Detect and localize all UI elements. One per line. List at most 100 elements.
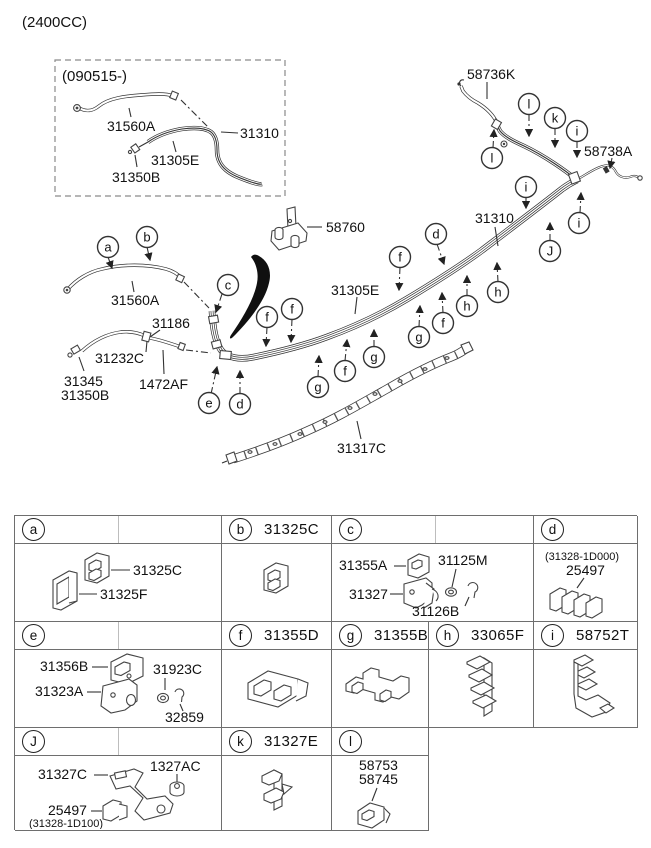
svg-text:f: f <box>441 316 445 331</box>
label-31310: 31310 <box>475 210 514 226</box>
svg-text:31325C: 31325C <box>133 562 182 578</box>
parts-cell-b: b 31325C <box>222 516 332 622</box>
svg-text:31327: 31327 <box>349 586 388 602</box>
callout-b: b <box>135 225 159 249</box>
cell-k-part-number: 31327E <box>264 733 319 750</box>
callout-a: a <box>96 235 120 259</box>
svg-text:f: f <box>290 302 294 317</box>
main-tube-bundle <box>207 79 643 360</box>
cell-i-part-number: 58752T <box>576 627 630 644</box>
page-title: (2400CC) <box>22 14 87 31</box>
diagram-labels: 58736K 58738A 58760 31310 31305E 31560A … <box>61 66 633 456</box>
inset-variant-box: (090515-) 31560A 31310 31305E 31350B <box>54 59 286 197</box>
svg-text:l: l <box>528 97 531 112</box>
parts-cell-i: i 58752T <box>534 622 638 728</box>
parts-cell-j: J 31327C 1327AC 25497 <box>15 728 222 831</box>
callout-f1: f <box>388 245 412 269</box>
svg-text:31356B: 31356B <box>40 658 88 674</box>
part-art-33065f <box>466 655 498 717</box>
svg-text:31125M: 31125M <box>438 552 488 568</box>
cell-f-part-number: 31355D <box>264 627 319 644</box>
svg-text:a: a <box>104 240 112 255</box>
bracket-58760-art <box>270 206 308 251</box>
parts-cell-e: e 31356B 31923C 31323A <box>15 622 222 728</box>
cell-d-letter: d <box>541 518 564 541</box>
callout-g1: g <box>306 375 330 399</box>
cell-i-header: i 58752T <box>534 622 637 650</box>
cell-c-letter: c <box>339 518 362 541</box>
label-1472af: 1472AF <box>139 376 188 392</box>
label-58738a: 58738A <box>584 143 633 159</box>
svg-text:k: k <box>552 111 559 126</box>
callout-f4: f <box>333 359 357 383</box>
label-31560a: 31560A <box>111 292 160 308</box>
part-art-58753-58745: 58753 58745 <box>357 757 398 829</box>
cell-h-header: h 33065F <box>429 622 533 650</box>
cell-e-letter: e <box>22 624 45 647</box>
label-58736k: 58736K <box>467 66 516 82</box>
inset-labels: 31560A 31310 31305E 31350B <box>107 107 279 185</box>
label-inset-31350b: 31350B <box>112 169 160 185</box>
label-31350b: 31350B <box>61 387 109 403</box>
part-art-31355b <box>345 667 410 703</box>
part-art-31325c <box>263 562 289 594</box>
svg-text:i: i <box>576 124 579 139</box>
svg-text:31323A: 31323A <box>35 683 84 699</box>
callout-j: J <box>538 239 562 263</box>
cell-b-part-number: 31325C <box>264 521 319 538</box>
svg-text:e: e <box>205 396 212 411</box>
label-inset-31305e: 31305E <box>151 152 199 168</box>
fuel-line-diagram: (2400CC) (090515-) 31560A 31310 31305E 3… <box>22 14 643 465</box>
cell-f-header: f 31355D <box>222 622 331 650</box>
svg-text:i: i <box>578 216 581 231</box>
cell-f-letter: f <box>229 624 252 647</box>
svg-text:32859: 32859 <box>165 709 204 725</box>
part-art-31355d <box>247 670 309 708</box>
inset-caption: (090515-) <box>62 68 127 85</box>
svg-text:b: b <box>143 230 150 245</box>
parts-cell-k: k 31327E <box>222 728 332 831</box>
svg-text:58745: 58745 <box>359 771 398 787</box>
callout-leader-lines <box>105 114 585 395</box>
part-art-31325c-31325f: 31325C 31325F <box>52 552 182 611</box>
cell-b-letter: b <box>229 518 252 541</box>
callout-i1: i <box>565 119 589 143</box>
protector-strap <box>221 341 474 465</box>
part-art-31327c-group: 31327C 1327AC 25497 (31328-1D100) <box>29 758 201 829</box>
parts-cell-d: d (31328-1D000) 25497 <box>534 516 638 622</box>
callout-h2: h <box>486 280 510 304</box>
svg-text:f: f <box>265 310 269 325</box>
svg-text:h: h <box>494 285 501 300</box>
callout-i2: i <box>514 175 538 199</box>
callout-c: c <box>216 273 240 297</box>
callout-k: k <box>543 106 567 130</box>
label-inset-31560a: 31560A <box>107 118 156 134</box>
label-31232c: 31232C <box>95 350 144 366</box>
cell-c-header: c <box>332 516 533 544</box>
svg-text:31126B: 31126B <box>412 603 459 619</box>
callout-h1: h <box>455 294 479 318</box>
parts-cell-g: g 31355B <box>332 622 429 728</box>
parts-cell-c: c 31355A 31125M 31327 <box>332 516 534 622</box>
svg-text:25497: 25497 <box>566 562 605 578</box>
cell-b-header: b 31325C <box>222 516 331 544</box>
cell-d-header: d <box>534 516 637 544</box>
svg-text:31355A: 31355A <box>339 557 388 573</box>
callout-f5: f <box>431 311 455 335</box>
svg-text:(31328-1D100): (31328-1D100) <box>29 818 103 829</box>
svg-text:c: c <box>225 278 232 293</box>
left-tubes <box>63 263 212 358</box>
svg-text:(31328-1D000): (31328-1D000) <box>545 551 619 563</box>
part-art-31327e <box>261 769 294 811</box>
label-31345: 31345 <box>64 373 103 389</box>
callout-d1: d <box>424 222 448 246</box>
cell-e-header: e <box>15 622 221 650</box>
svg-text:h: h <box>463 299 470 314</box>
callout-l1: l <box>517 92 541 116</box>
cell-k-header: k 31327E <box>222 728 331 756</box>
callout-e: e <box>197 391 221 415</box>
parts-cell-h: h 33065F <box>429 622 534 728</box>
part-art-25497: (31328-1D000) 25497 <box>545 551 619 619</box>
parts-cell-a: a 31325C 31325F <box>15 516 222 622</box>
